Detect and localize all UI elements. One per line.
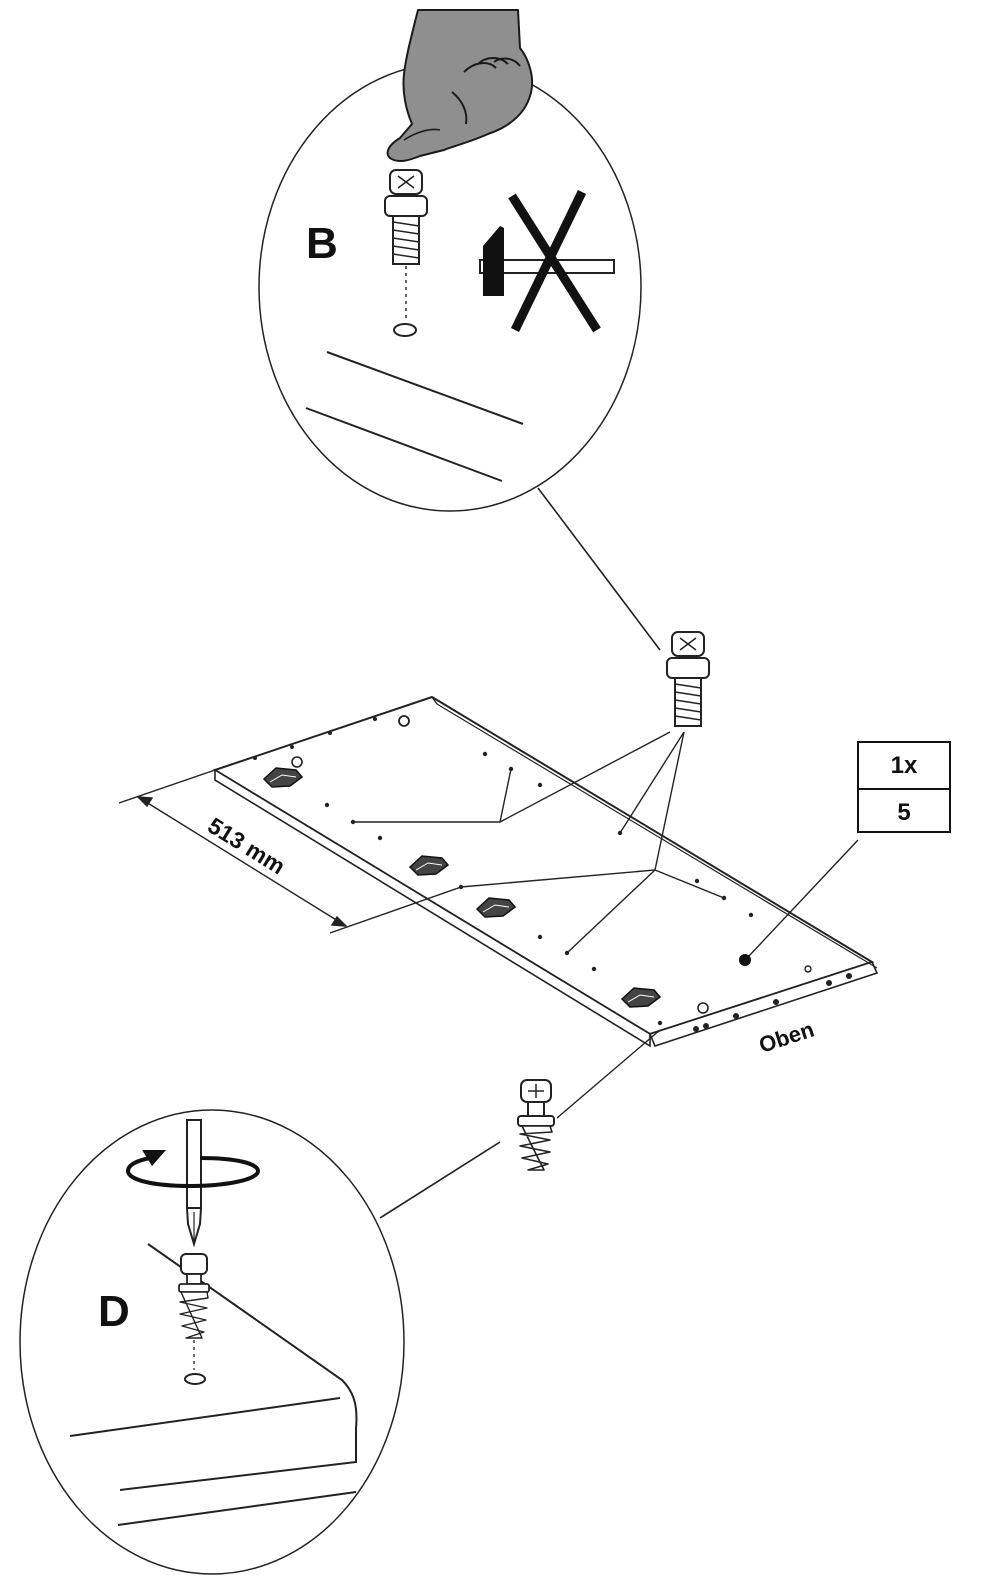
crossed-out-icon — [508, 190, 601, 333]
leader-line-d — [379, 1141, 501, 1219]
cam-bolt — [666, 631, 710, 727]
leader-line-box — [748, 839, 859, 957]
orientation-label: Oben — [756, 1017, 817, 1058]
cam-dowel — [517, 1079, 555, 1171]
shelf-support-bracket — [262, 767, 304, 788]
shelf-panel — [212, 695, 879, 1048]
screwdriver-icon — [185, 1119, 203, 1248]
rotate-arrow-icon — [125, 1150, 261, 1189]
quantity-count: 1x — [859, 743, 949, 790]
detail-b-letter: B — [306, 219, 338, 268]
leader-lines-bolt — [353, 731, 725, 954]
detail-d-letter: D — [98, 1287, 130, 1336]
leader-line-b — [537, 487, 661, 651]
shelf-support-bracket — [408, 855, 450, 876]
marked-hole — [739, 954, 751, 966]
step-number: 5 — [897, 798, 911, 826]
detail-d-circle — [19, 1109, 405, 1575]
shelf-support-bracket — [475, 897, 517, 918]
cam-bolt-b — [384, 169, 428, 337]
leader-line-dowel — [556, 1029, 661, 1119]
quantity-box: 1x 5 — [857, 741, 951, 833]
dimension-line — [118, 769, 462, 934]
hand-press-icon — [386, 9, 534, 163]
cam-dowel-d — [178, 1253, 210, 1385]
shelf-support-bracket — [620, 987, 662, 1008]
